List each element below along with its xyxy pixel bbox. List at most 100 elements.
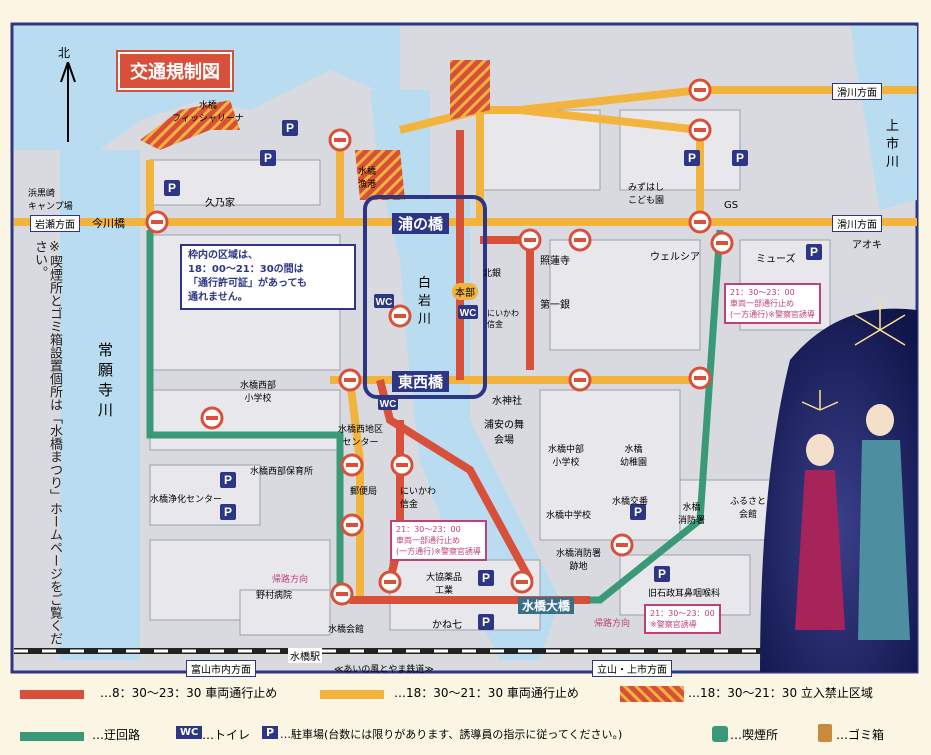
smoking-icon — [712, 726, 728, 742]
restricted-zone-2 — [355, 150, 405, 200]
svg-text:P: P — [736, 151, 744, 165]
label-mizuhashi-hall: 水橋会館 — [328, 625, 365, 635]
label-niikawa-shinkin-2: にいかわ 信金 — [400, 487, 437, 510]
firework-burst — [801, 300, 906, 411]
label-daiichi-bank: 第一銀 — [540, 300, 570, 311]
label-kamiichi-river: 上 市 川 — [886, 119, 900, 170]
joganji-river — [60, 150, 140, 660]
label-post-office: 郵便局 — [350, 487, 378, 497]
label-mizuhashi-ohashi: 水橋大橋 — [518, 597, 575, 614]
direction-toyama: 富山市内方面 — [186, 660, 256, 677]
zone-notice: 枠内の区域は、 18：00～21：30の間は 「通行許可証」があっても 通れませ… — [180, 244, 356, 310]
svg-text:P: P — [264, 151, 272, 165]
legend-wc-text: …トイレ — [202, 728, 251, 742]
kamiichi-river — [850, 26, 917, 210]
label-gs: GS — [724, 200, 739, 211]
label-camp: 浜黒崎 キャンプ場 — [28, 189, 73, 212]
label-imagawa-bridge: 今川橋 — [92, 217, 125, 230]
label-return-dir-1: 帰路方向 — [272, 575, 309, 585]
svg-text:P: P — [224, 505, 232, 519]
legend-yellow-text: …18：30～21：30 車両通行止め — [394, 686, 579, 700]
label-aoki: アオキ — [852, 240, 882, 251]
label-uranohashi: 浦の橋 — [392, 213, 450, 234]
legend-parking-icon: P — [262, 726, 279, 739]
label-ent-clinic: 旧石政耳鼻咽喉科 — [648, 589, 721, 599]
svg-text:P: P — [688, 151, 696, 165]
note-pink-3: 21：30～23：00 ※警察官誘導 — [644, 604, 721, 634]
label-fire-station: 水橋 消防署 — [678, 503, 706, 526]
svg-text:WC: WC — [376, 297, 393, 308]
label-hall: ふるさと 会館 — [730, 497, 767, 520]
restricted-zone-1 — [140, 100, 240, 150]
label-fire-ruins: 水橋消防署 跡地 — [556, 549, 602, 572]
label-muse: ミューズ — [756, 254, 796, 265]
label-west-nursery: 水橋西部保育所 — [250, 467, 314, 477]
svg-text:P: P — [168, 181, 176, 195]
svg-text:P: P — [286, 121, 294, 135]
north-label: 北 — [58, 46, 71, 60]
direction-namerikawa-mid: 滑川方面 — [832, 215, 882, 232]
legend-wc-icon: WC — [176, 726, 203, 739]
label-hokugin: 北銀 — [483, 269, 502, 279]
legend-detour-swatch — [20, 732, 84, 741]
side-note: ※喫煙所とゴミ箱設置個所は「水橋まつり」ホームページをご覧ください。 — [32, 240, 62, 645]
svg-text:P: P — [634, 505, 642, 519]
label-west-center: 水橋西地区 センター — [338, 425, 384, 448]
restricted-zone-3 — [450, 60, 490, 120]
label-welcia: ウェルシア — [650, 252, 700, 263]
svg-text:P: P — [224, 473, 232, 487]
label-kunoya: 久乃家 — [205, 198, 235, 209]
legend-hatch-text: …18：30～21：30 立入禁止区域 — [688, 686, 873, 700]
label-fisherina: 水橋 フィッシャリーナ — [172, 101, 244, 124]
map-title: 交通規制図 — [118, 52, 232, 90]
label-police-box: 水橋交番 — [612, 497, 649, 507]
legend-yellow-swatch — [320, 690, 384, 699]
label-urayasu: 浦安の舞 会場 — [484, 420, 524, 446]
label-station: 水橋駅 — [288, 648, 322, 663]
legend-detour-text: …迂回路 — [92, 728, 141, 742]
svg-text:WC: WC — [380, 399, 397, 410]
label-kodomoen: みずはし こども園 — [628, 183, 665, 206]
svg-text:WC: WC — [460, 308, 477, 319]
legend: …8：30～23：30 車両通行止め …18：30～21：30 車両通行止め …… — [0, 680, 931, 755]
legend-hatch-swatch — [620, 686, 684, 702]
label-shorenji: 照蓮寺 — [540, 256, 570, 267]
svg-text:P: P — [658, 567, 666, 581]
parking-icons: P P P P P P P P P P P P — [164, 120, 822, 630]
label-suijinja: 水神社 — [492, 396, 522, 407]
svg-text:P: P — [810, 245, 818, 259]
label-niikawa-shinkin-1: にいかわ 信金 — [487, 309, 519, 329]
label-port: 水橋 漁港 — [358, 167, 377, 190]
legend-parking-text: …駐車場(台数には限りがあります、誘導員の指示に従ってください。) — [280, 728, 623, 741]
closure-markers — [145, 78, 734, 606]
label-nomura-hospital: 野村病院 — [256, 591, 293, 601]
label-railway: ≪あいの風とやま鉄道≫ — [334, 665, 434, 675]
legend-red-swatch — [20, 690, 84, 699]
label-touzaibashi: 東西橋 — [392, 371, 450, 392]
label-shiraiwa-river: 白 岩 川 — [418, 276, 432, 327]
note-pink-2: 21：30～23：00 車両一部通行止め (一方通行)※警察官誘導 — [390, 520, 487, 561]
label-kanehichi: かね七 — [432, 620, 462, 631]
yukata-couple — [795, 404, 910, 640]
label-middle-school: 水橋中学校 — [546, 511, 592, 521]
label-joganji-river: 常 願 寺 川 — [98, 341, 114, 419]
note-pink-1: 21：30～23：00 車両一部通行止め (一方通行)※警察官誘導 — [724, 283, 821, 324]
legend-red-text: …8：30～23：30 車両通行止め — [100, 686, 278, 700]
label-return-dir-2: 帰路方向 — [594, 619, 631, 629]
label-daikyo: 大協薬品 工業 — [426, 573, 463, 596]
svg-text:P: P — [482, 571, 490, 585]
svg-text:P: P — [482, 615, 490, 629]
north-arrow-icon — [60, 62, 76, 142]
label-purification: 水橋浄化センター — [150, 495, 223, 505]
wc-icons: WC WC WC — [374, 294, 478, 410]
direction-namerikawa-top: 滑川方面 — [832, 83, 882, 100]
legend-trash-text: …ゴミ箱 — [836, 728, 885, 742]
legend-smoking-text: …喫煙所 — [730, 728, 779, 742]
label-honbu: 本部 — [452, 283, 478, 300]
direction-iwase: 岩瀬方面 — [30, 215, 80, 232]
label-kindergarten: 水橋 幼稚園 — [620, 445, 648, 468]
restricted-center-frame — [363, 195, 487, 399]
label-central-elem: 水橋中部 小学校 — [548, 445, 585, 468]
